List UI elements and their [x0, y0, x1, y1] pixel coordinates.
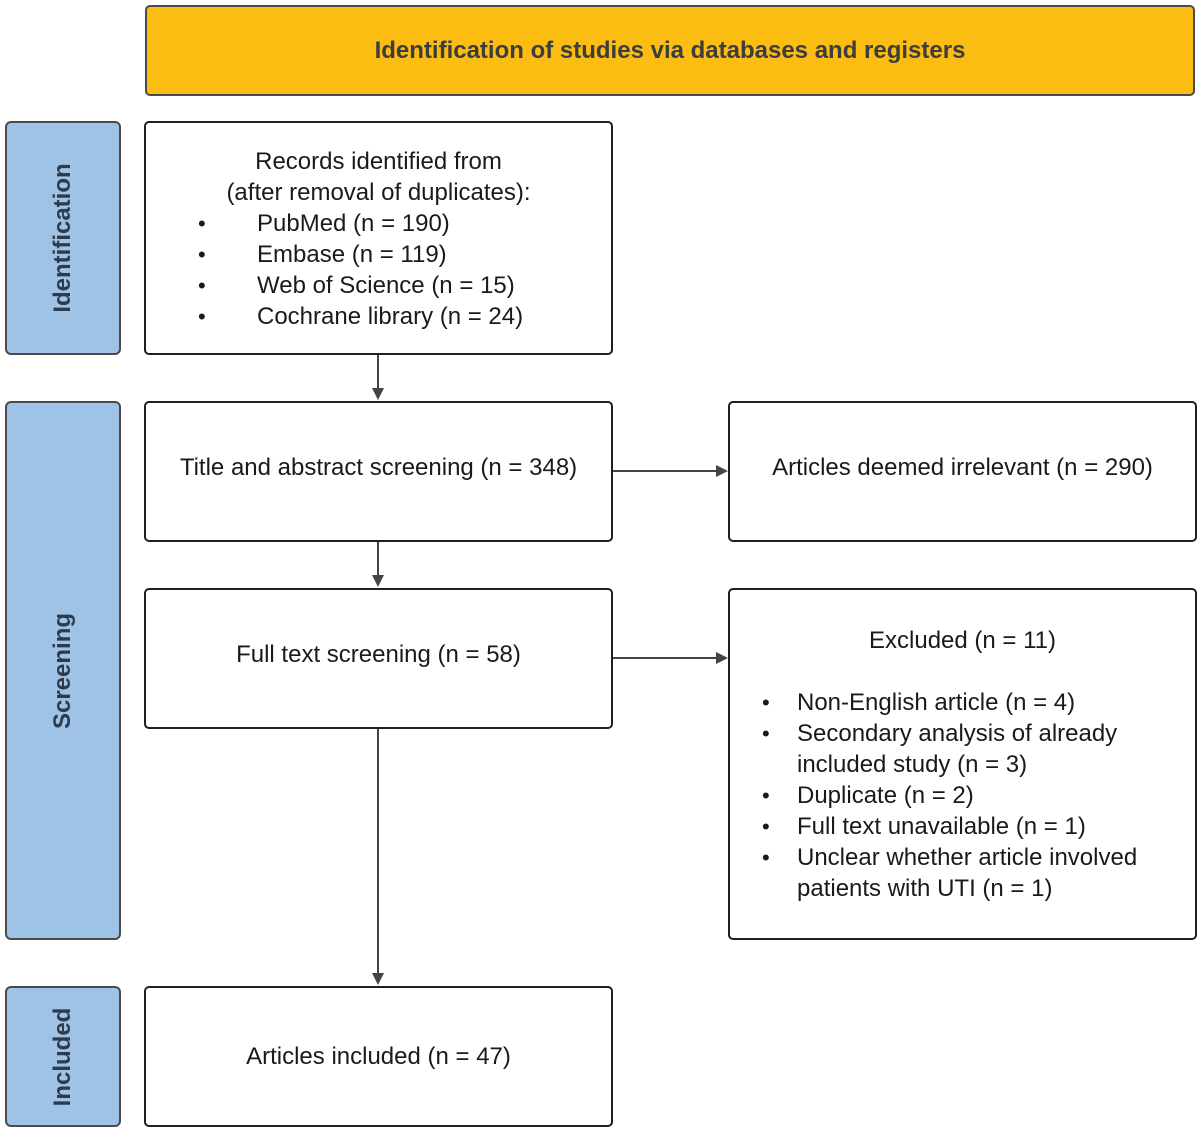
- excluded-reason-secondary-analysis: Secondary analysis of already: [797, 720, 1118, 747]
- phase-identification: Identification: [5, 121, 121, 355]
- header-title: Identification of studies via databases …: [374, 36, 966, 64]
- irrelevant-articles-text: Articles deemed irrelevant (n = 290): [772, 453, 1153, 481]
- excluded-reason-non-english: Non-English article (n = 4): [797, 689, 1076, 716]
- bullet-marker: •: [762, 721, 770, 746]
- excluded-box: Excluded (n = 11) • Non-English article …: [728, 588, 1197, 940]
- excluded-title: Excluded (n = 11): [869, 627, 1056, 654]
- bullet-marker: •: [762, 814, 770, 839]
- source-embase: Embase (n = 119): [257, 241, 447, 268]
- articles-included-text: Articles included (n = 47): [246, 1042, 511, 1070]
- irrelevant-articles-box: Articles deemed irrelevant (n = 290): [728, 401, 1197, 542]
- records-identified-box: Records identified from (after removal o…: [144, 121, 613, 355]
- source-cochrane: Cochrane library (n = 24): [257, 303, 524, 330]
- bullet-marker: •: [198, 211, 206, 236]
- phase-screening: Screening: [5, 401, 121, 940]
- full-text-screening-box: Full text screening (n = 58): [144, 588, 613, 729]
- bullet-marker: •: [198, 242, 206, 267]
- excluded-reason-secondary-analysis-cont: included study (n = 3): [797, 751, 1028, 778]
- source-pubmed: PubMed (n = 190): [257, 210, 450, 237]
- source-web-of-science: Web of Science (n = 15): [257, 272, 515, 299]
- bullet-marker: •: [198, 304, 206, 329]
- excluded-reason-duplicate: Duplicate (n = 2): [797, 782, 974, 809]
- header-banner: Identification of studies via databases …: [145, 5, 1195, 96]
- bullet-marker: •: [762, 845, 770, 870]
- records-heading-line1: Records identified from: [255, 148, 502, 175]
- title-abstract-screening-box: Title and abstract screening (n = 348): [144, 401, 613, 542]
- full-text-screening-text: Full text screening (n = 58): [236, 640, 521, 668]
- bullet-marker: •: [198, 273, 206, 298]
- bullet-marker: •: [762, 690, 770, 715]
- articles-included-box: Articles included (n = 47): [144, 986, 613, 1127]
- bullet-marker: •: [762, 783, 770, 808]
- records-heading-line2: (after removal of duplicates):: [226, 179, 531, 206]
- phase-included: Included: [5, 986, 121, 1127]
- excluded-reason-full-text-unavailable: Full text unavailable (n = 1): [797, 813, 1086, 840]
- title-abstract-screening-text: Title and abstract screening (n = 348): [179, 453, 578, 481]
- excluded-reason-unclear-uti-cont: patients with UTI (n = 1): [797, 875, 1053, 902]
- excluded-reason-unclear-uti: Unclear whether article involved: [797, 844, 1138, 871]
